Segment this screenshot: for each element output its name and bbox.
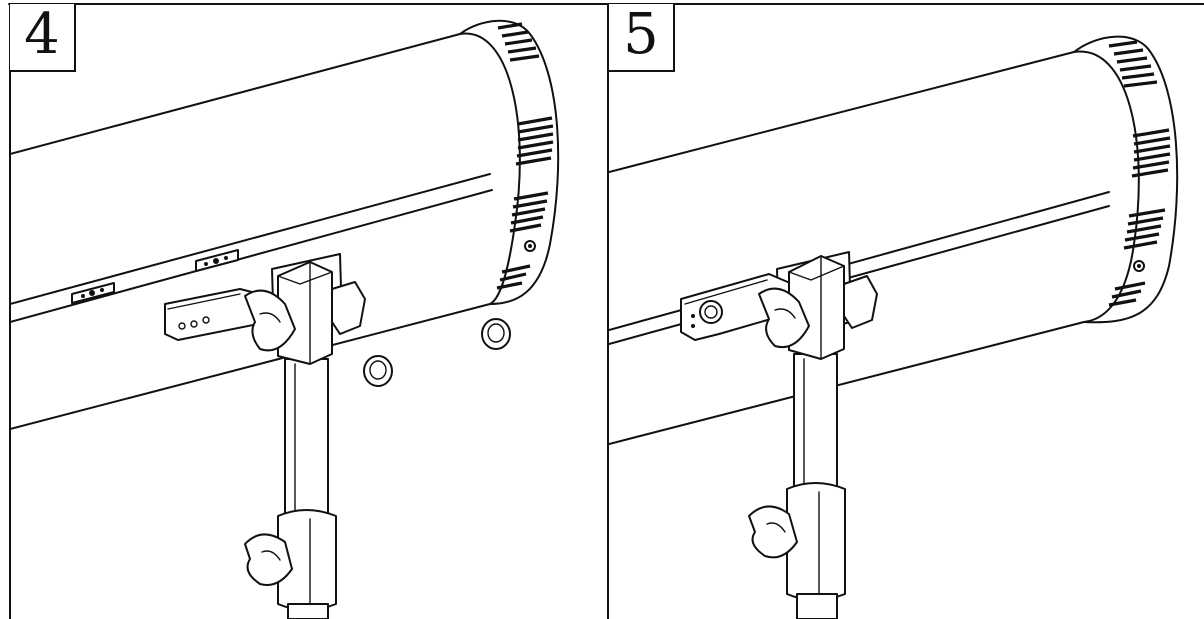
vent-slots-bottom <box>496 264 531 290</box>
rail-slot-right <box>195 249 239 272</box>
vent-slots-lower <box>1123 208 1166 250</box>
vent-slots-top <box>1108 40 1158 88</box>
clamp-handle-lower <box>244 533 293 586</box>
clamp-handle-lower <box>748 505 798 559</box>
knob-screw-icon <box>363 318 511 387</box>
step-number-label: 5 <box>623 4 659 67</box>
step-number-5: 5 <box>609 4 675 72</box>
step-number-label: 4 <box>24 4 60 67</box>
stand-pole-icon <box>277 358 337 619</box>
vent-slots-lower <box>509 191 549 233</box>
step-number-4: 4 <box>10 4 76 72</box>
step-panel-4: 4 <box>10 4 608 619</box>
clamp-handle-icon <box>244 289 296 352</box>
light-fixture-icon <box>10 19 560 619</box>
clamp-handle-icon <box>758 287 810 348</box>
stand-pole-icon <box>786 353 846 619</box>
vent-slots-bottom <box>1108 281 1146 307</box>
clamp-head <box>277 261 366 365</box>
vent-slots-top <box>497 22 540 62</box>
vent-slots-middle <box>1131 128 1171 178</box>
vent-slots-middle <box>515 116 554 166</box>
step-panel-5: 5 <box>609 4 1204 619</box>
light-fixture-icon <box>609 35 1179 619</box>
rail-slot-left <box>71 282 115 304</box>
